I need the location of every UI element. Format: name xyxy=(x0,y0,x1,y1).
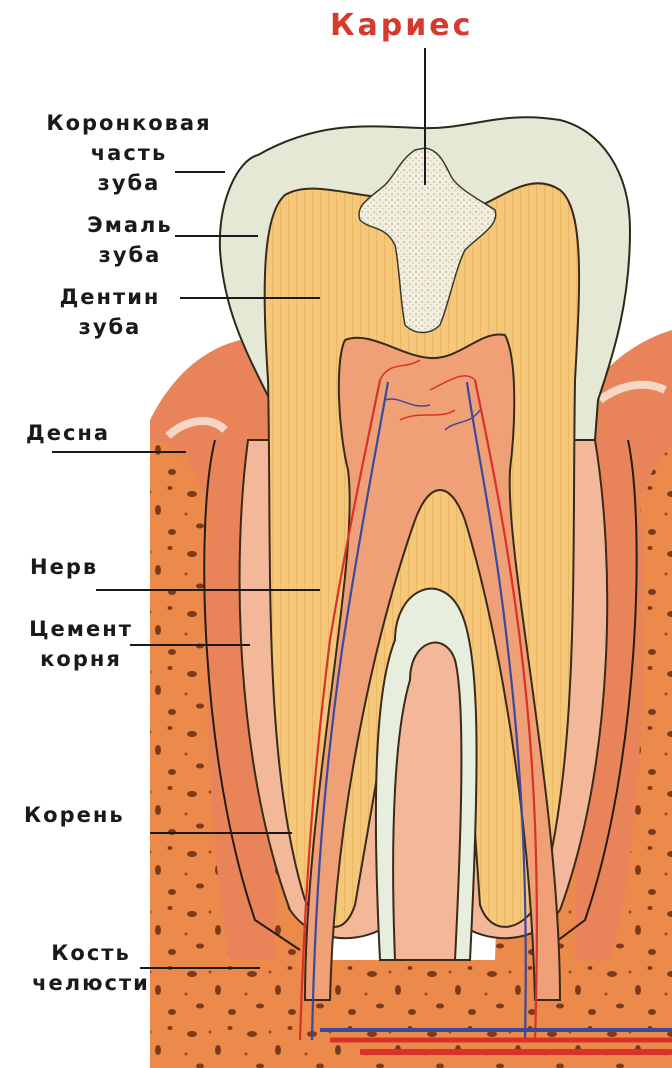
label-dentin: Дентин зуба xyxy=(40,282,180,342)
caries-title: Кариес xyxy=(330,8,473,44)
label-cement: Цемент корня xyxy=(16,614,146,674)
label-enamel: Эмаль зуба xyxy=(70,210,190,270)
label-crown: Коронковая часть зуба xyxy=(24,108,234,198)
label-root: Корень xyxy=(24,800,125,830)
label-gum: Десна xyxy=(26,418,110,448)
label-nerve: Нерв xyxy=(30,552,98,582)
label-jaw-bone: Кость челюсти xyxy=(16,938,166,998)
